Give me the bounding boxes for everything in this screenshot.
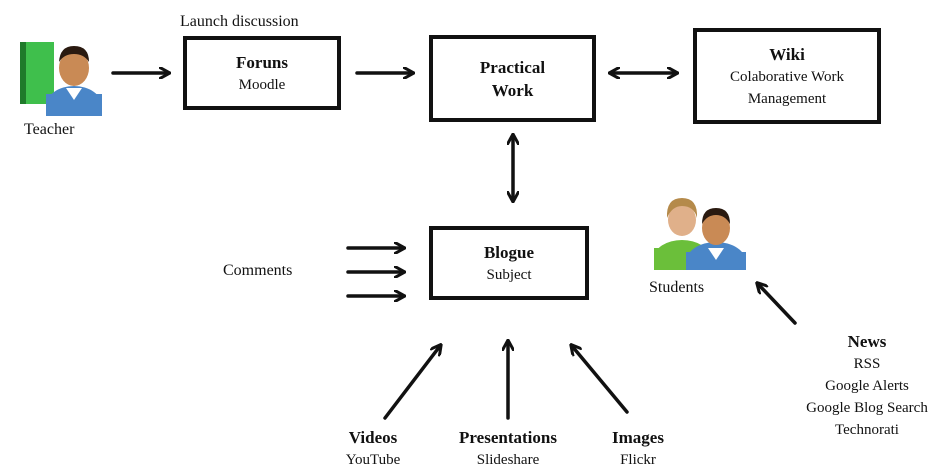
- practical-title-line2: Work: [491, 80, 534, 100]
- news-item: Google Blog Search: [806, 400, 928, 416]
- arrow-videos-blogue: [383, 346, 440, 420]
- students-label: Students: [649, 279, 705, 296]
- news-item: Technorati: [835, 422, 899, 438]
- foruns-sub: Moodle: [238, 76, 286, 93]
- news-block: News RSS Google Alerts Google Blog Searc…: [782, 330, 946, 441]
- wiki-title: Wiki: [769, 44, 805, 64]
- launch-discussion-label: Launch discussion: [180, 13, 299, 30]
- blogue-sub: Subject: [486, 266, 532, 283]
- wiki-box: Wiki Colaborative Work Management: [693, 28, 881, 124]
- teacher-icon: [20, 42, 102, 116]
- students-icon: [654, 198, 746, 270]
- wiki-sub1: Colaborative Work: [730, 68, 844, 85]
- arrow-news-students: [758, 284, 797, 325]
- videos-block: Videos YouTube: [318, 426, 428, 471]
- news-item: Google Alerts: [825, 378, 909, 394]
- images-sub: Flickr: [620, 452, 656, 468]
- videos-sub: YouTube: [345, 452, 401, 468]
- teacher-label: Teacher: [24, 121, 75, 138]
- news-title: News: [847, 332, 887, 351]
- videos-title: Videos: [348, 428, 398, 447]
- news-item: RSS: [853, 356, 881, 372]
- presentations-sub: Slideshare: [476, 452, 540, 468]
- presentations-block: Presentations Slideshare: [433, 426, 583, 471]
- comments-label: Comments: [223, 262, 293, 279]
- images-block: Images Flickr: [588, 426, 688, 471]
- wiki-sub2: Management: [747, 90, 827, 107]
- blogue-box: Blogue Subject: [429, 226, 589, 300]
- practical-work-box: Practical Work: [429, 35, 596, 122]
- foruns-title: Foruns: [236, 52, 288, 72]
- foruns-box: Foruns Moodle: [183, 36, 341, 110]
- images-title: Images: [612, 428, 664, 447]
- arrow-images-blogue: [572, 346, 629, 414]
- practical-title-line1: Practical: [479, 57, 546, 77]
- blogue-title: Blogue: [483, 242, 535, 262]
- presentations-title: Presentations: [459, 428, 557, 447]
